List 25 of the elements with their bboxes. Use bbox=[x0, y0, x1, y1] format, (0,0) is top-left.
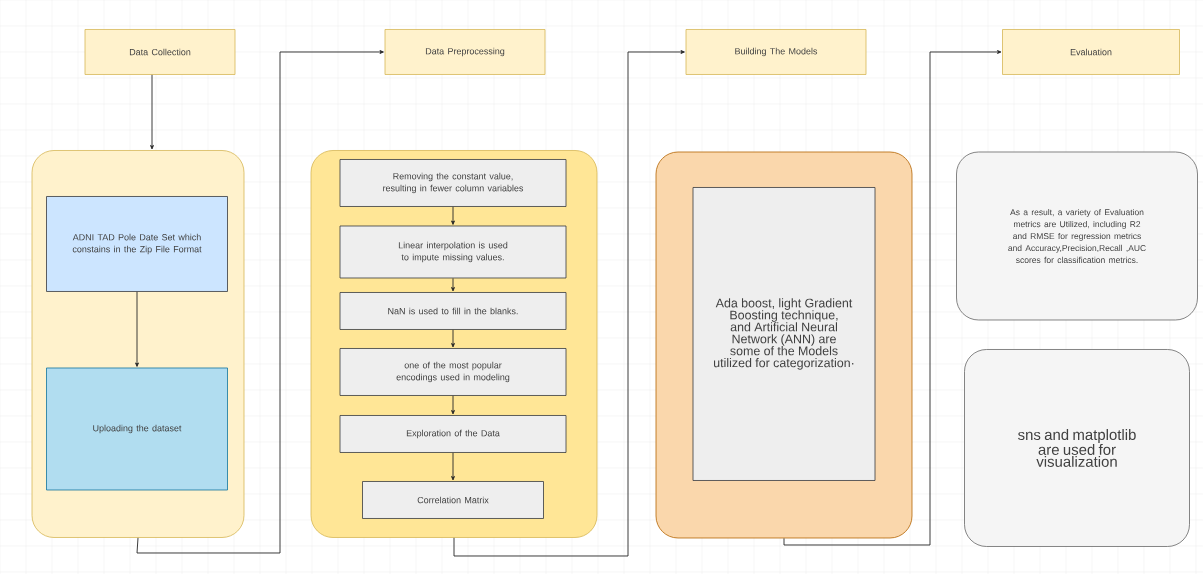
rounded-box: sns and matplotlib are used for visualization bbox=[964, 349, 1190, 547]
process-box: ADNI TAD Pole Date Set which constains in the Zip File Format bbox=[46, 196, 228, 292]
rounded-box: As a result, a variety of Evaluation metrics are Utilized, including R2 and RMSE for regression metrics and Accuracy,Precision,Recall ,AUC scores for classification metrics. bbox=[956, 151, 1198, 321]
arrow bbox=[453, 50, 685, 557]
process-box: Exploration of the Data bbox=[339, 415, 567, 453]
process-box: NaN is used to fill in the blanks. bbox=[339, 292, 567, 330]
process-box: one of the most popular encodings used in modeling bbox=[339, 348, 567, 396]
process-box: Correlation Matrix bbox=[362, 481, 544, 519]
arrow bbox=[136, 50, 384, 554]
arrow bbox=[135, 291, 139, 367]
arrow bbox=[451, 206, 455, 225]
arrow bbox=[150, 74, 154, 150]
stage-box: Building The Models bbox=[685, 29, 867, 75]
arrow bbox=[451, 329, 455, 348]
process-box: Uploading the dataset bbox=[46, 367, 228, 491]
arrow bbox=[783, 50, 1002, 546]
arrow bbox=[451, 395, 455, 415]
stage-box: Data Preprocessing bbox=[384, 29, 546, 75]
arrow bbox=[451, 277, 455, 292]
stage-box: Evaluation bbox=[1002, 29, 1180, 75]
process-box: Linear interpolation is used to impute missing values. bbox=[339, 225, 567, 279]
process-box: Removing the constant value, resulting in fewer column variables bbox=[339, 159, 567, 207]
arrow bbox=[451, 452, 455, 481]
stage-box: Data Collection bbox=[84, 29, 236, 75]
process-box: Ada boost, light Gradient Boosting technique, and Artificial Neural Network (ANN) are some of the Models utilized for categorization· bbox=[692, 187, 876, 481]
